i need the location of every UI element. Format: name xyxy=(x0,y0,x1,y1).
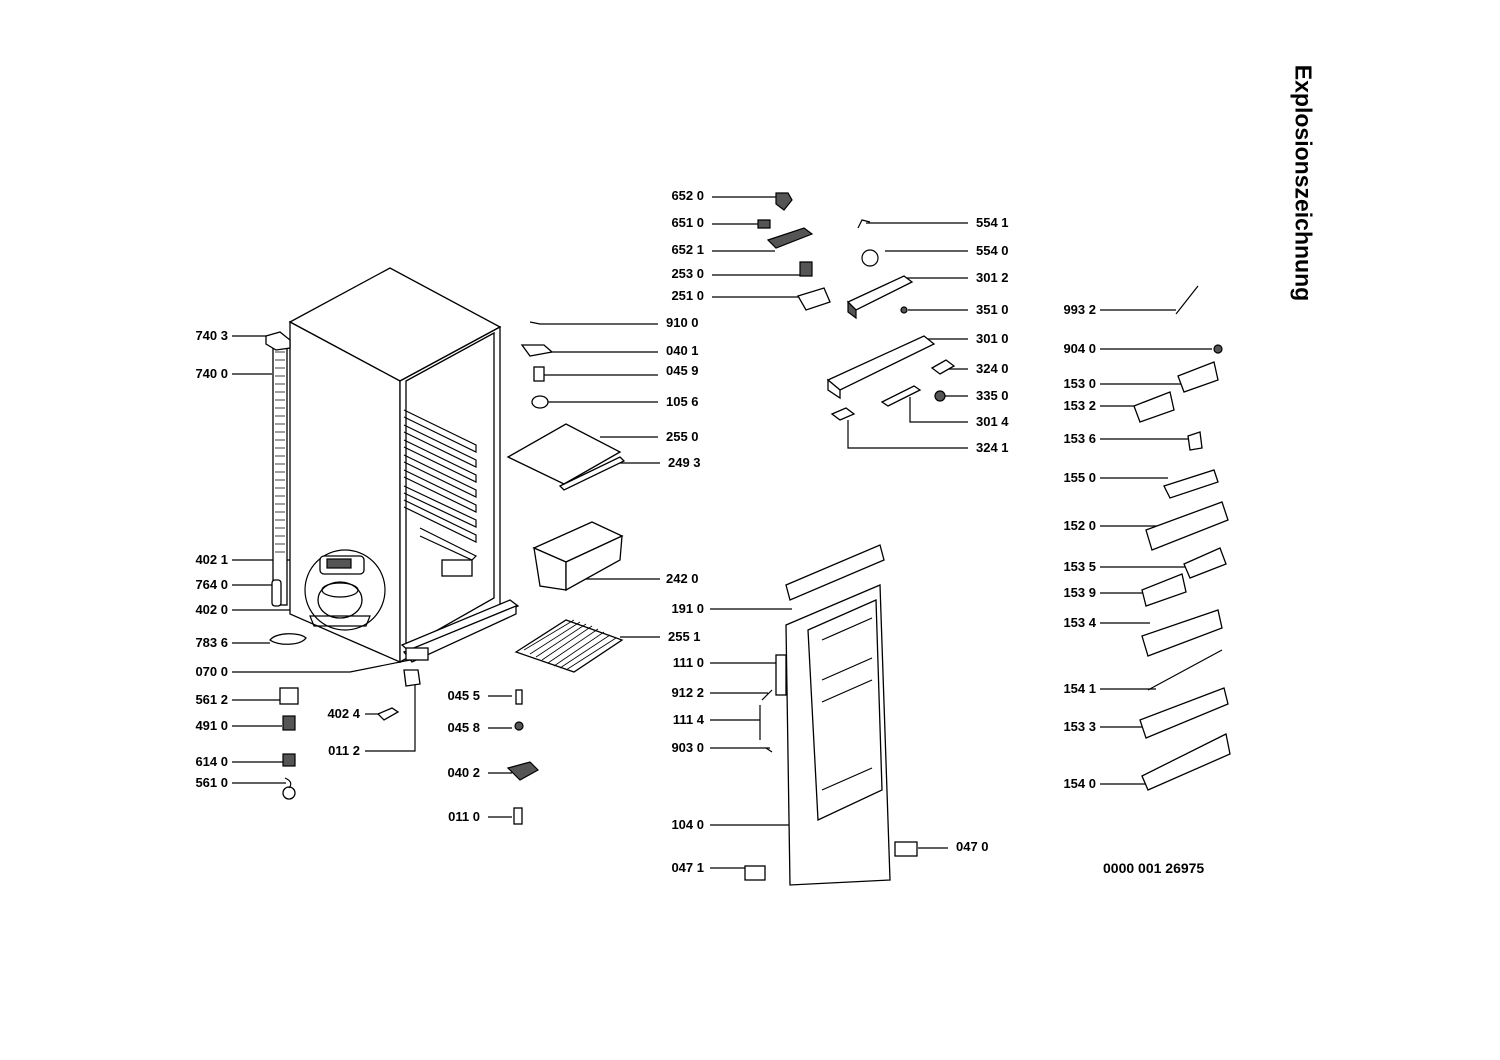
part-label: 324 0 xyxy=(976,361,1009,376)
part-label: 910 0 xyxy=(666,315,699,330)
part-label: 011 2 xyxy=(328,743,360,758)
hinge-parts xyxy=(506,689,539,825)
part-label: 153 9 xyxy=(1063,585,1096,600)
part-label: 040 1 xyxy=(666,343,699,358)
door-accessories xyxy=(1133,285,1231,791)
fridge-door xyxy=(744,544,918,886)
part-label: 153 3 xyxy=(1063,719,1096,734)
part-label: 047 0 xyxy=(956,839,989,854)
part-label: 912 2 xyxy=(671,685,704,700)
part-label: 011 0 xyxy=(448,809,480,824)
part-label: 561 0 xyxy=(195,775,228,790)
condenser-coil xyxy=(272,344,288,606)
leader-lines xyxy=(232,196,1212,869)
top-bracket-part xyxy=(265,331,291,351)
part-label: 152 0 xyxy=(1063,518,1096,533)
part-label: 614 0 xyxy=(195,754,228,769)
part-label: 491 0 xyxy=(195,718,228,733)
part-label: 045 8 xyxy=(447,720,480,735)
part-label: 301 2 xyxy=(976,270,1009,285)
part-label: 045 9 xyxy=(666,363,699,378)
part-label: 154 0 xyxy=(1063,776,1096,791)
part-label: 652 0 xyxy=(671,188,704,203)
part-label: 104 0 xyxy=(671,817,704,832)
part-label: 242 0 xyxy=(666,571,699,586)
part-label: 651 0 xyxy=(671,215,704,230)
part-label: 153 0 xyxy=(1063,376,1096,391)
part-label: 740 0 xyxy=(195,366,228,381)
part-label: 040 2 xyxy=(447,765,480,780)
glass-shelf xyxy=(506,423,626,491)
cabinet-shelves xyxy=(403,409,478,577)
part-label: 153 4 xyxy=(1063,615,1096,630)
part-label: 153 6 xyxy=(1063,431,1096,446)
part-label: 402 4 xyxy=(327,706,360,721)
part-label: 561 2 xyxy=(195,692,228,707)
part-label: 904 0 xyxy=(1063,341,1096,356)
part-label: 301 0 xyxy=(976,331,1009,346)
part-label: 111 4 xyxy=(672,712,704,727)
part-label: 652 1 xyxy=(671,242,704,257)
part-label: 255 0 xyxy=(666,429,699,444)
vegetable-bin xyxy=(532,521,624,592)
control-housing xyxy=(826,219,956,421)
wire-shelf xyxy=(514,619,624,673)
part-label: 249 3 xyxy=(668,455,701,470)
part-label: 402 0 xyxy=(195,602,228,617)
part-label: 154 1 xyxy=(1063,681,1096,696)
part-label: 105 6 xyxy=(666,394,699,409)
part-label: 153 5 xyxy=(1063,559,1096,574)
part-label: 111 0 xyxy=(672,655,704,670)
part-label: 301 4 xyxy=(976,414,1009,429)
drawing-title: Explosionszeichnung xyxy=(1290,64,1317,302)
part-label: 255 1 xyxy=(668,629,701,644)
part-label: 764 0 xyxy=(195,577,228,592)
part-label: 045 5 xyxy=(447,688,480,703)
part-label: 070 0 xyxy=(195,664,228,679)
part-label: 554 1 xyxy=(976,215,1009,230)
part-label: 253 0 xyxy=(671,266,704,281)
compressor-group xyxy=(269,549,386,645)
thermostat-lamp-parts xyxy=(520,192,831,409)
part-label: 351 0 xyxy=(976,302,1009,317)
part-label: 993 2 xyxy=(1063,302,1096,317)
part-label: 903 0 xyxy=(671,740,704,755)
part-label: 047 1 xyxy=(671,860,704,875)
part-label: 191 0 xyxy=(671,601,704,616)
cabinet-body xyxy=(288,267,520,664)
part-label: 335 0 xyxy=(976,388,1009,403)
part-label: 402 1 xyxy=(195,552,228,567)
part-label: 251 0 xyxy=(671,288,704,303)
part-label: 740 3 xyxy=(195,328,228,343)
small-left-parts xyxy=(279,669,421,800)
part-label: 783 6 xyxy=(195,635,228,650)
document-number: 0000 001 26975 xyxy=(1103,860,1205,876)
part-label: 155 0 xyxy=(1063,470,1096,485)
part-label: 554 0 xyxy=(976,243,1009,258)
part-label: 324 1 xyxy=(976,440,1009,455)
part-label: 153 2 xyxy=(1063,398,1096,413)
